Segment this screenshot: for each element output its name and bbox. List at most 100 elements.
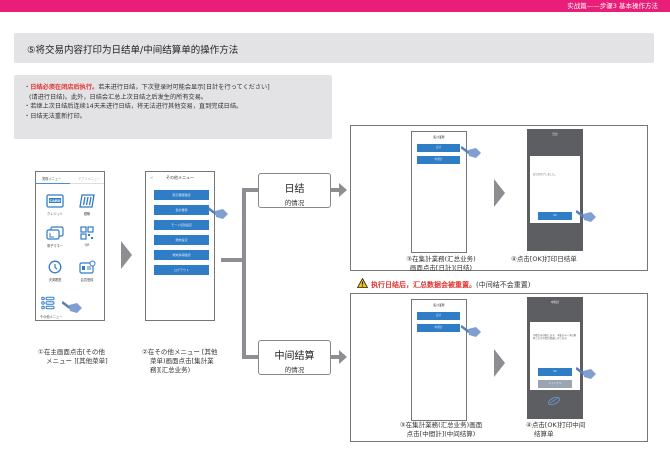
section-title-box: ⑤将交易内容打印为日结单/中间结算单的操作方法 bbox=[14, 33, 654, 63]
caption-line: ①在主画面点击[その他 bbox=[38, 348, 105, 356]
other-menu-screen: < その他メニュー 取引履歴確認 集計業務 モード切替設定 端末設定 端末情報確… bbox=[145, 171, 215, 321]
caption-line: 務][汇总业务) bbox=[150, 366, 191, 374]
ok-button[interactable]: OK bbox=[538, 368, 572, 376]
printer-logo-icon bbox=[547, 396, 561, 406]
case-title: 日结 bbox=[284, 184, 305, 195]
next-arrow-icon bbox=[494, 179, 505, 207]
daily-confirm-screen: 日計 日計が完了しました。 OK bbox=[527, 129, 583, 251]
caption-line: ②在その他メニュー [其他 bbox=[142, 348, 218, 356]
interim-button[interactable]: 中間計 bbox=[417, 324, 460, 332]
note-1-highlight: 日结必须在闭店后执行。 bbox=[30, 84, 99, 91]
back-icon[interactable]: < bbox=[150, 175, 154, 180]
svg-text:CARD: CARD bbox=[50, 199, 61, 203]
menu-item-label: QR bbox=[84, 243, 90, 247]
cancel-button[interactable]: キャンセル bbox=[538, 380, 572, 388]
caption-line: ④点击[OK]打印中间 bbox=[526, 421, 586, 429]
tap-hand-icon bbox=[461, 325, 481, 337]
menu-button-logout[interactable]: ログアウト bbox=[154, 265, 209, 275]
case-subtitle: 的情况 bbox=[284, 366, 305, 374]
daily-button[interactable]: 日計 bbox=[417, 144, 460, 152]
note-1: ・日结必须在闭店后执行。若未进行日结，下次登录时可能会显示[日計を行ってください… bbox=[24, 83, 332, 93]
qr-code-icon bbox=[80, 226, 94, 240]
menu-item-qr[interactable]: QR bbox=[72, 226, 102, 247]
active-tab-indicator bbox=[36, 183, 70, 184]
confirm-dialog: 中間計を印刷します。 ※集計データは削除されず中間計算後になります。 OK キャ… bbox=[530, 322, 580, 390]
note-1-cont: (请进行日结)。此外，日结会汇总上次日结之后发生的所有交易。 bbox=[29, 93, 208, 101]
breadcrumb: 实战篇——步骤3 基本操作方法 bbox=[567, 2, 658, 10]
menu-item-unionpay[interactable]: 銀聯 bbox=[72, 194, 102, 216]
step3-caption: ③在集計業務(汇总业务) 画面点击[日計](日结) bbox=[395, 255, 487, 273]
menu-item-label: 決済履歴 bbox=[48, 278, 62, 282]
confirm-dialog: 日計が完了しました。 OK bbox=[530, 156, 580, 223]
ok-button[interactable]: OK bbox=[538, 212, 572, 220]
caption-line: 点击[中間計](中间结算) bbox=[406, 430, 476, 438]
note-3: ・日结无法重新打印。 bbox=[24, 112, 332, 122]
step1-caption: ①在主画面点击[その他 メニュー ][其他菜单] bbox=[38, 348, 108, 366]
tab-business-menu[interactable]: 業務メニュー bbox=[42, 177, 62, 181]
menu-button[interactable]: 取引履歴確認 bbox=[154, 190, 209, 200]
menu-button[interactable]: 端末情報確認 bbox=[154, 250, 209, 260]
tap-hand-icon bbox=[576, 367, 596, 379]
menu-tabs: 業務メニュー アプリメニュー bbox=[36, 172, 104, 184]
bullet: ・ bbox=[24, 84, 31, 91]
menu-button-summary[interactable]: 集計業務 bbox=[154, 205, 209, 215]
menu-button[interactable]: モード切替設定 bbox=[154, 220, 209, 230]
step3-caption: ③在集計業務(汇总业务)画面 点击[中間計](中间结算) bbox=[387, 421, 495, 439]
connector-line bbox=[242, 188, 259, 192]
section-title: ⑤将交易内容打印为日结单/中间结算单的操作方法 bbox=[27, 45, 239, 56]
summary-screen: 集計業務 日計 中間計 bbox=[411, 299, 467, 421]
warning-icon bbox=[357, 278, 368, 288]
menu-item-member[interactable]: 会員登録 bbox=[72, 260, 102, 282]
connector-line bbox=[331, 355, 339, 359]
history-clock-icon bbox=[48, 260, 62, 274]
tab-app-menu[interactable]: アプリメニュー bbox=[78, 177, 101, 181]
note-2: ・若继上次日结后连续14天未进行日结，将无法进行其他交易，直到完成日结。 bbox=[24, 102, 332, 112]
next-arrow-icon bbox=[494, 349, 505, 377]
credit-card-icon: CARD bbox=[46, 194, 64, 208]
caption-line: 画面点击[日計](日结) bbox=[409, 264, 473, 272]
connector-line bbox=[242, 188, 246, 358]
tap-hand-icon bbox=[62, 301, 82, 313]
warning-text: 执行日结后，汇总数据会被重置。 bbox=[371, 281, 476, 289]
bullet: ・ bbox=[24, 112, 31, 120]
menu-item-emoney[interactable]: 電子マネー bbox=[40, 226, 70, 248]
step4-caption: ④点击[OK]打印日结单 bbox=[511, 255, 577, 263]
menu-item-label: 銀聯 bbox=[83, 212, 91, 216]
dialog-message: 日計が完了しました。 bbox=[533, 173, 557, 176]
connector-line bbox=[242, 355, 259, 359]
daily-flow-panel: 集計業務 日計 中間計 ③在集計業務(汇总业务) 画面点击[日計](日结) 日計… bbox=[350, 125, 648, 273]
connector-line bbox=[331, 188, 339, 192]
menu-item-label: クレジット bbox=[47, 212, 63, 216]
tap-hand-icon bbox=[461, 146, 481, 158]
arrow-right-icon bbox=[339, 183, 347, 197]
dialog-message: 中間計を印刷します。 ※集計データは削除されず中間計算後になります。 bbox=[533, 334, 577, 341]
menu-button[interactable]: 端末設定 bbox=[154, 235, 209, 245]
case-daily: 日结 的情况 bbox=[258, 173, 331, 208]
note-1-text: 若未进行日结，下次登录时可能会显示[日計を行ってください] bbox=[98, 84, 270, 91]
note-2-text: 若继上次日结后连续14天未进行日结，将无法进行其他交易，直到完成日结。 bbox=[30, 103, 243, 110]
case-subtitle: 的情况 bbox=[284, 199, 305, 207]
caption-line: メニュー ][其他菜单] bbox=[46, 357, 108, 365]
main-menu-screen: 業務メニュー アプリメニュー CARD クレジット 銀聯 電子マネー QR 決済… bbox=[35, 171, 105, 321]
connector-line bbox=[221, 258, 244, 262]
case-title: 中间结算 bbox=[274, 351, 315, 362]
interim-button[interactable]: 中間計 bbox=[417, 156, 460, 164]
step4-caption: ④点击[OK]打印中间 结算单 bbox=[526, 421, 585, 439]
tap-hand-icon bbox=[576, 210, 596, 222]
top-banner: 实战篇——步骤3 基本操作方法 bbox=[0, 0, 670, 12]
caption-line: 菜单)画面点击[集計業 bbox=[150, 357, 214, 365]
screen-title: 集計業務 bbox=[433, 135, 445, 139]
screen-title: 集計業務 bbox=[433, 303, 445, 307]
case-interim: 中间结算 的情况 bbox=[258, 340, 331, 375]
other-menu-icon[interactable] bbox=[41, 296, 55, 310]
menu-item-label: 電子マネー bbox=[47, 244, 63, 248]
menu-item-history[interactable]: 決済履歴 bbox=[40, 260, 70, 282]
other-menu-label: その他メニュー bbox=[40, 315, 63, 319]
arrow-right-icon bbox=[339, 350, 347, 364]
menu-item-label: 会員登録 bbox=[80, 278, 94, 282]
interim-confirm-screen: 中間計 中間計を印刷します。 ※集計データは削除されず中間計算後になります。 O… bbox=[527, 297, 583, 419]
summary-screen: 集計業務 日計 中間計 bbox=[411, 131, 467, 253]
daily-button[interactable]: 日計 bbox=[417, 312, 460, 320]
next-arrow-icon bbox=[121, 241, 132, 269]
menu-item-credit[interactable]: CARD クレジット bbox=[40, 194, 70, 216]
